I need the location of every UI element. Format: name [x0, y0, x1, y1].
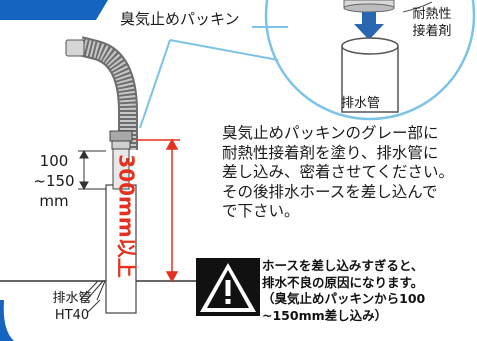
instruction-line: 耐熱性接着剤を塗り、排水管に	[222, 143, 439, 162]
callout-pipe	[341, 37, 399, 113]
pipe-spec-line2: HT40	[54, 308, 90, 323]
pipe-spec-line1: 排水管	[52, 291, 92, 306]
callout-gasket-piece	[343, 0, 395, 13]
warning-line: （臭気止めパッキンから100	[262, 291, 426, 306]
dimension-small-label: 100 ~150 mm	[28, 151, 80, 211]
dimension-big-label: 300mm以上	[114, 154, 139, 278]
instruction-line: その後排水ホースを差し込んで	[222, 182, 438, 201]
dimension-small-line2: ~150	[33, 172, 75, 190]
floor-hatch	[79, 280, 104, 313]
left-accent-edge	[0, 300, 14, 341]
instruction-line: 差し込み、密着させてください。	[222, 163, 455, 181]
callout-leader-gasket	[139, 39, 171, 129]
pipe-spec-label: 排水管 HT40	[42, 290, 102, 324]
insert-arrow-icon	[354, 12, 384, 40]
warning-line: ホースを差し込みすぎると、	[262, 258, 424, 273]
warning-line: ~150mm差し込み）	[262, 307, 388, 323]
pipe-spec-leader	[96, 280, 106, 301]
callout-leader-circle	[169, 39, 279, 61]
dimension-small	[78, 149, 106, 191]
glue-label: 耐熱性 接着剤	[402, 6, 462, 40]
header-banner	[0, 0, 108, 20]
warning-line: 排水不良の原因になります。	[262, 274, 424, 290]
drain-hose	[77, 36, 138, 150]
hose-end-cap	[65, 39, 85, 57]
warning-icon	[196, 258, 260, 316]
glue-label-line1: 耐熱性	[412, 7, 452, 22]
glue-label-line2: 接着剤	[412, 24, 452, 39]
dimension-small-line1: 100	[39, 152, 69, 170]
gasket-label: 臭気止めパッキン	[120, 10, 240, 28]
callout-pipe-label: 排水管	[341, 96, 381, 111]
dimension-big	[136, 138, 180, 283]
glue-pointer	[402, 1, 433, 13]
drain-pipe	[105, 184, 137, 314]
gasket-fitting	[109, 130, 133, 190]
instruction-line: 臭気止めパッキンのグレー部に	[222, 124, 439, 142]
instruction-line: で下さい。	[222, 202, 300, 220]
dimension-small-line3: mm	[39, 192, 69, 210]
warning-text: ホースを差し込みすぎると、 排水不良の原因になります。 （臭気止めパッキンから1…	[262, 258, 425, 324]
instructions: 臭気止めパッキンのグレー部に 耐熱性接着剤を塗り、排水管に 差し込み、密着させて…	[222, 124, 454, 222]
